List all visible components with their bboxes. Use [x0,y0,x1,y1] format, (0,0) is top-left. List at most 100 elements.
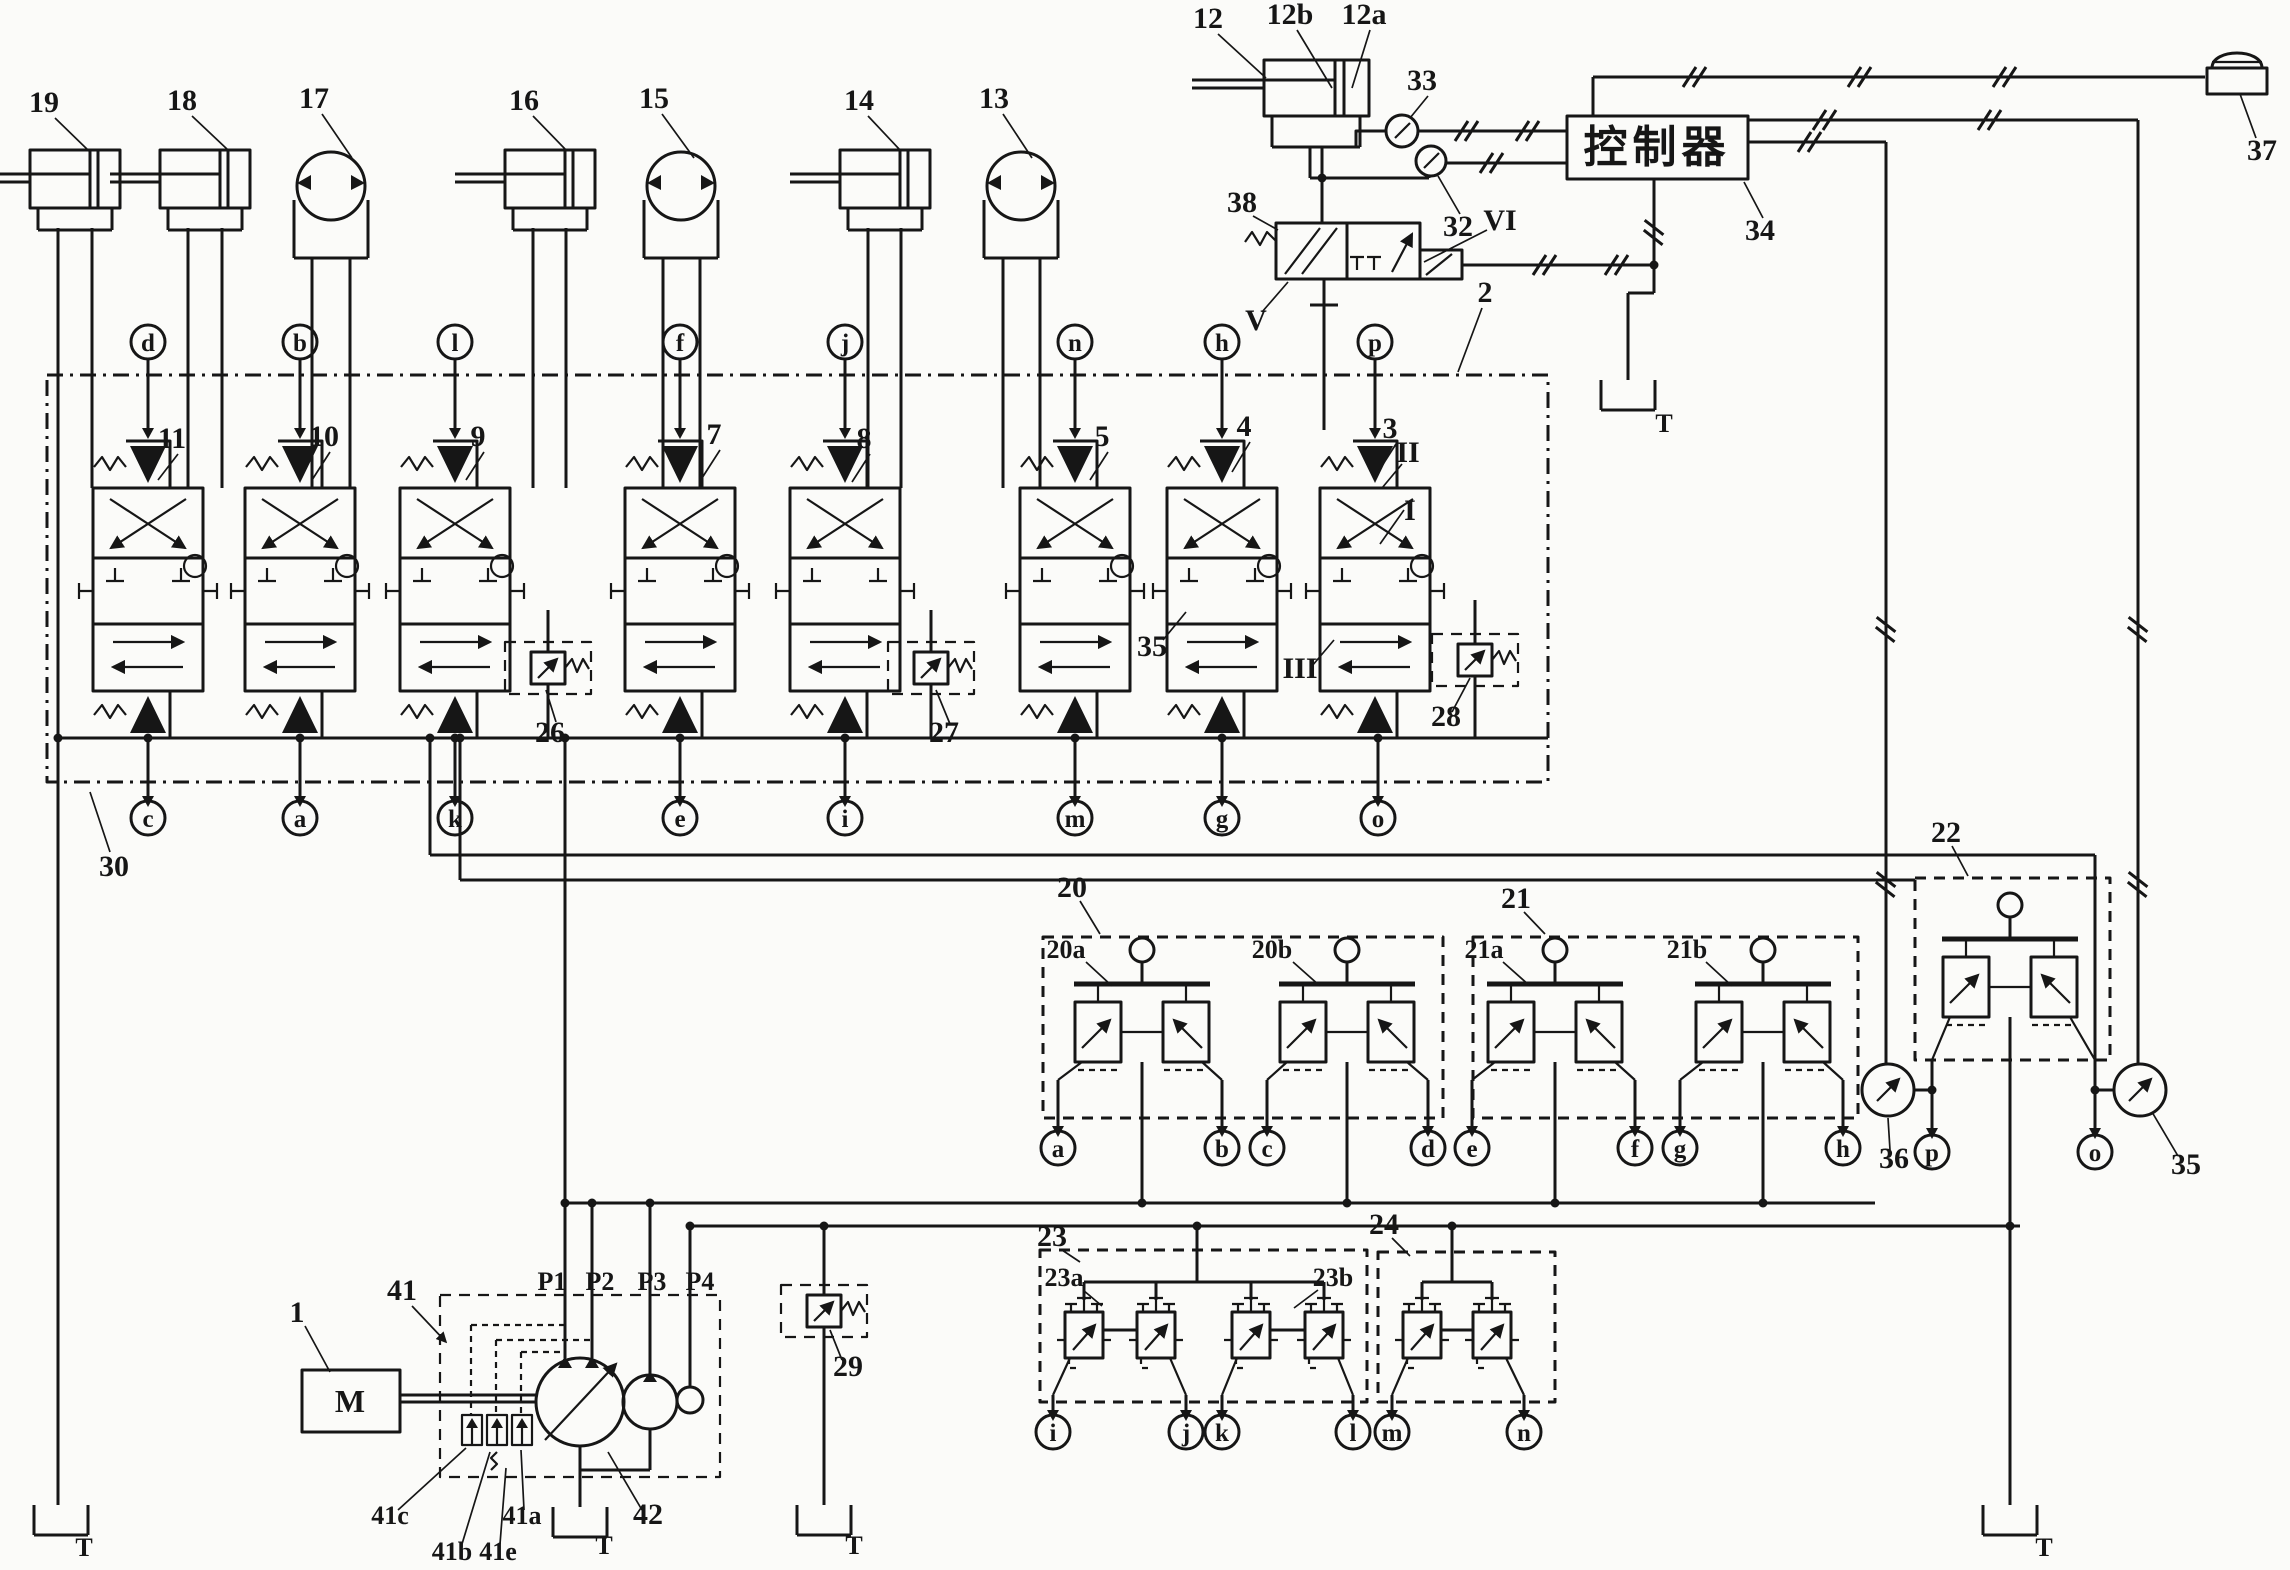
label-P2: P2 [586,1267,615,1296]
port-letter-d: d [1421,1136,1435,1163]
label-41b: 41b [432,1537,472,1566]
port-pilot-b: b [1203,1080,1241,1167]
label-11: 11 [158,422,186,455]
label-41: 41 [387,1274,417,1307]
port-letter-c: c [1261,1136,1272,1163]
port-letter-j: j [1181,1420,1190,1447]
label-21a: 21a [1465,935,1504,964]
port-valvebottom-i: i [826,733,864,837]
port-letter-n: n [1517,1420,1531,1447]
cylinder-12 [1192,58,1371,149]
port-valvetop-d: d [129,323,167,439]
label-37: 37 [2247,134,2277,167]
port-letter-b: b [293,330,307,357]
label-T1: T [75,1533,92,1562]
label-41a: 41a [503,1501,542,1530]
port-valvebottom-o: o [1359,733,1397,837]
port-letter-f: f [1631,1136,1640,1163]
label-I: I [1404,494,1416,527]
label-21: 21 [1501,882,1531,915]
port-letter-n: n [1068,330,1082,357]
label-34: 34 [1745,214,1775,247]
label-32: 32 [1443,210,1473,243]
port-letter-g: g [1216,806,1229,833]
port-pilot-l: l [1334,1395,1372,1451]
label-20: 20 [1057,871,1087,904]
label-II: II [1396,436,1419,469]
controller-label: 控制器 [1584,123,1731,172]
tank-left [32,1503,90,1537]
main-valve-bank [79,441,1444,738]
label-33: 33 [1407,64,1437,97]
pedal-23b-left [1224,1298,1278,1368]
label-41c: 41c [371,1501,409,1530]
actuator-lines [56,228,1042,1505]
signal-slashes [1453,65,2151,899]
port-letter-e: e [1466,1136,1477,1163]
label-22: 22 [1931,816,1961,849]
port-letter-d: d [141,330,155,357]
cylinder-16 [453,148,597,232]
actuators [0,58,1371,260]
dashed-boundaries [45,373,2112,1479]
port-letter-m: m [1382,1420,1403,1447]
port-letter-o: o [1372,806,1385,833]
port-pilot-j: j [1167,1395,1205,1451]
valve-11 [79,441,217,738]
port-pilot-n: n [1505,1395,1543,1451]
gauge-36 [1860,1062,1916,1118]
port-valvetop-p: p [1356,323,1394,439]
motor-15 [642,150,720,260]
label-27: 27 [929,716,959,749]
port-pilot-d: d [1409,1080,1447,1167]
port-pilot-k: k [1203,1395,1241,1451]
label-20b: 20b [1252,935,1292,964]
port-valvebottom-k: k [436,733,474,837]
valve-3 [1306,441,1444,738]
tank-valve38 [1599,378,1657,412]
label-T2: T [595,1531,612,1560]
label-42: 42 [633,1498,663,1531]
label-30: 30 [99,850,129,883]
port-valvetop-j: j [826,323,864,439]
check-valves [182,553,1435,579]
label-38: 38 [1227,186,1257,219]
joystick-20a [1074,938,1210,1070]
label-T5: T [2035,1533,2052,1562]
cylinder-18 [108,148,252,232]
label-19: 19 [29,86,59,119]
port-letter-g: g [1674,1136,1687,1163]
port-pilot-e: e [1453,1080,1491,1167]
port-valvetop-n: n [1056,323,1094,439]
label-15: 15 [639,82,669,115]
label-P3: P3 [638,1267,667,1296]
port-letter-p: p [1368,330,1382,357]
label-21b: 21b [1667,935,1707,964]
valve-9 [386,441,524,738]
valve-4 [1153,441,1291,738]
port-letter-k: k [448,806,462,833]
port-letter-o: o [2089,1140,2102,1167]
port-letter-f: f [676,330,685,357]
controller: 控制器 [1565,114,1750,181]
port-letter-j: j [840,330,849,357]
port-valvebottom-g: g [1203,733,1241,837]
gauges [1384,113,2168,1118]
label-10: 10 [309,420,339,453]
label-17: 17 [299,82,329,115]
label-2: 2 [1478,276,1493,309]
label-1: 1 [290,1296,305,1329]
label-36: 36 [1879,1142,1909,1175]
label-V: V [1245,304,1267,337]
joystick-20b [1279,938,1415,1070]
port-valvetop-b: b [281,323,319,439]
gauge-32 [1414,144,1448,178]
port-letter-h: h [1836,1136,1850,1163]
tanks [32,378,2039,1539]
label-20a: 20a [1047,935,1086,964]
pedal-23a-right [1129,1298,1183,1368]
label-T3: T [845,1531,862,1560]
motor-17 [292,150,370,260]
label-P1: P1 [538,1267,567,1296]
